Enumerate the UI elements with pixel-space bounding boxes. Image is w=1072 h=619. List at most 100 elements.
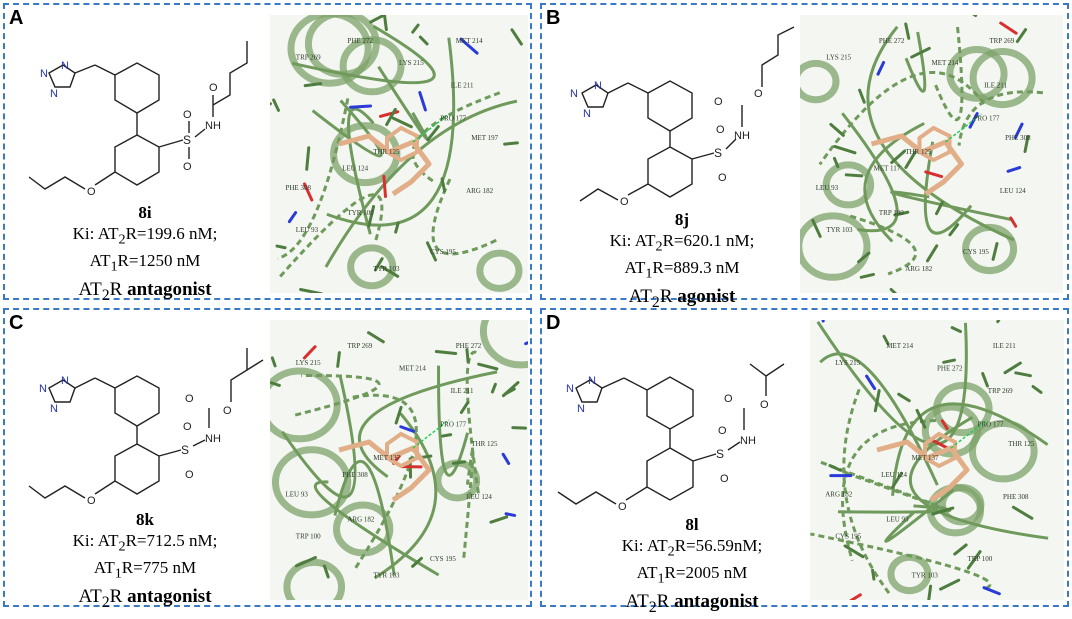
residue-label: LYS 215	[835, 359, 860, 367]
side-chain-stick	[453, 462, 464, 464]
activity-label: AT2R antagonist	[582, 590, 802, 619]
ki-at2r: Ki: AT2R=199.6 nM;	[35, 223, 255, 250]
residue-label: MET 214	[886, 342, 913, 350]
residue-label: MET 117	[874, 165, 901, 173]
residue-label: TYR 103	[373, 265, 400, 273]
residue-label: LEU 93	[285, 490, 308, 498]
side-chain-stick	[906, 24, 909, 38]
side-chain-stick	[526, 336, 528, 344]
svg-text:N: N	[50, 403, 58, 415]
side-chain-stick	[1001, 23, 1016, 33]
side-chain-stick	[492, 384, 495, 392]
side-chain-stick	[503, 454, 509, 463]
residue-label: PHE 272	[456, 342, 482, 350]
side-chain-stick	[305, 84, 321, 86]
residue-label: TRP 100	[967, 555, 992, 563]
side-chain-stick	[505, 389, 514, 394]
residue-label: TRP 269	[347, 342, 372, 350]
ki-at1r: AT1R=775 nM	[35, 557, 255, 584]
side-chain-stick	[272, 358, 275, 366]
svg-text:O: O	[183, 109, 192, 121]
structure-8i: N N N S O O NH O O	[25, 25, 265, 215]
residue-label: PHE 308	[342, 471, 368, 479]
residue-label: ILE 211	[984, 81, 1007, 89]
svg-text:O: O	[223, 405, 232, 417]
residue-label: PHE 308	[1003, 493, 1029, 501]
residue-label: LYS 215	[296, 359, 321, 367]
residue-label: LEU 124	[342, 165, 368, 173]
side-chain-stick	[420, 37, 427, 44]
side-chain-stick	[843, 595, 860, 600]
side-chain-stick	[436, 352, 455, 354]
residue-label: TYR 103	[826, 226, 853, 234]
residue-label: CYS 195	[963, 248, 989, 256]
residue-label: LEU 124	[466, 493, 492, 501]
residue-label: PHE 272	[937, 364, 963, 372]
side-chain-stick	[274, 100, 279, 110]
caption-8j: 8j Ki: AT2R=620.1 nM; AT1R=889.3 nM AT2R…	[572, 210, 792, 314]
side-chain-stick	[338, 353, 340, 367]
panel-c: C N N N S O O NH O O O 8k Ki: AT2R=712.5…	[3, 308, 532, 607]
svg-text:N: N	[577, 403, 585, 415]
ki-at1r: AT1R=889.3 nM	[572, 257, 792, 284]
residue-label: THR 125	[1008, 440, 1035, 448]
helix-ribbon	[270, 371, 337, 439]
residue-label: TRP 269	[988, 387, 1013, 395]
svg-text:N: N	[588, 375, 596, 387]
compound-id: 8j	[572, 210, 792, 230]
side-chain-stick	[371, 15, 384, 22]
residue-label: THR 125	[373, 148, 400, 156]
panel-d: D N N N S O O NH O O O 8l Ki: AT2R=56.59…	[540, 308, 1069, 607]
residue-label: LEU 93	[886, 516, 909, 524]
side-chain-stick	[385, 16, 387, 30]
compound-id: 8i	[35, 203, 255, 223]
side-chain-stick	[467, 350, 468, 362]
svg-text:O: O	[620, 196, 629, 208]
svg-text:N: N	[566, 383, 574, 395]
svg-text:O: O	[183, 161, 192, 173]
residue-label: PHE 272	[347, 37, 373, 45]
panel-label: C	[9, 312, 23, 335]
side-chain-stick	[505, 143, 518, 144]
side-chain-stick	[301, 289, 322, 293]
ki-at1r: AT1R=2005 nM	[582, 562, 802, 589]
svg-text:N: N	[39, 383, 47, 395]
svg-text:O: O	[724, 393, 733, 405]
panel-a: A N N N S O O NH O O 8i Ki: AT2R=199.6 n…	[3, 3, 532, 300]
residue-label: MET 137	[912, 454, 939, 462]
residue-label: ARG 182	[825, 490, 853, 498]
caption-8k: 8k Ki: AT2R=712.5 nM; AT1R=775 nM AT2R a…	[35, 510, 255, 614]
side-chain-stick	[351, 106, 371, 107]
side-chain-stick	[393, 118, 411, 126]
residue-label: TYR 103	[373, 572, 400, 580]
side-chain-stick	[413, 25, 418, 32]
side-chain-stick	[1033, 387, 1041, 393]
caption-8i: 8i Ki: AT2R=199.6 nM; AT1R=1250 nM AT2R …	[35, 203, 255, 307]
side-chain-stick	[289, 213, 295, 222]
structure-8j: N N N S O O NH O O O	[558, 25, 798, 215]
svg-text:N: N	[61, 60, 69, 72]
side-chain-stick	[822, 320, 823, 321]
side-chain-stick	[506, 514, 515, 516]
residue-label: ARG 182	[466, 187, 494, 195]
residue-label: LYS 215	[826, 53, 851, 61]
residue-label: PHE 308	[285, 184, 311, 192]
helix-ribbon	[343, 40, 401, 92]
side-chain-stick	[1016, 373, 1031, 376]
residue-label: TRP 100	[879, 209, 904, 217]
svg-text:O: O	[185, 393, 194, 405]
svg-text:N: N	[570, 88, 578, 100]
residue-label: ILE 211	[451, 387, 474, 395]
side-chain-stick	[944, 360, 955, 362]
svg-text:NH: NH	[205, 433, 221, 445]
helix-ribbon	[483, 320, 528, 365]
ki-at2r: Ki: AT2R=620.1 nM;	[572, 230, 792, 257]
residue-label: PHE 308	[1005, 134, 1031, 142]
residue-label: PRO 177	[440, 420, 466, 428]
residue-label: LYS 215	[399, 59, 424, 67]
loop-trace	[892, 192, 1012, 220]
side-chain-stick	[442, 179, 444, 191]
svg-text:NH: NH	[734, 130, 750, 142]
